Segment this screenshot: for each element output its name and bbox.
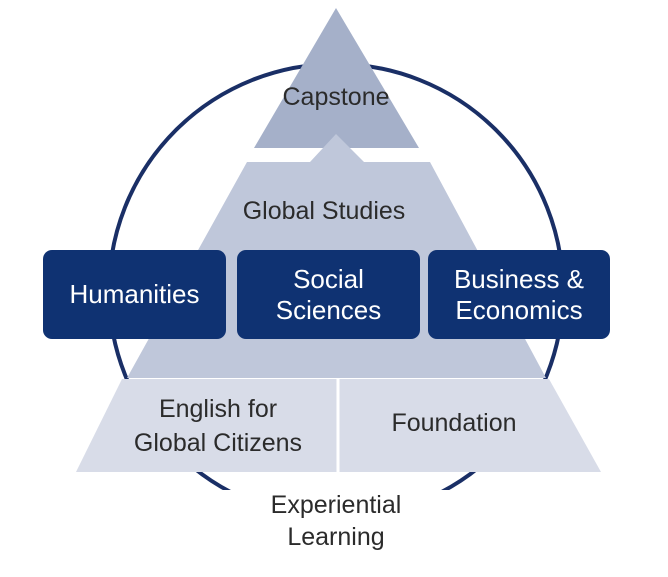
humanities-box: Humanities [43,250,226,339]
social-sciences-box-line1: Social [293,264,364,295]
global-studies-label: Global Studies [242,197,406,225]
english-global-citizens-line2: Global Citizens [133,429,303,457]
social-sciences-box-line2: Sciences [275,294,382,325]
experiential-learning-line1: Experiential [270,491,402,519]
social-sciences-box: Social Sciences [237,250,420,339]
business-economics-box-line2: Economics [455,294,583,325]
english-global-citizens-label: English for Global Citizens [98,394,338,458]
experiential-learning-label: Experiential Learning [206,490,466,552]
capstone-label: Capstone [282,83,390,111]
capstone-tier [254,8,419,148]
business-economics-box: Business & Economics [428,250,610,339]
english-global-citizens-line1: English for [158,395,278,423]
experiential-learning-line2: Learning [287,523,385,551]
business-economics-box-line1: Business & [453,264,585,295]
humanities-box-line1: Humanities [69,279,200,310]
foundation-label: Foundation [391,409,517,437]
